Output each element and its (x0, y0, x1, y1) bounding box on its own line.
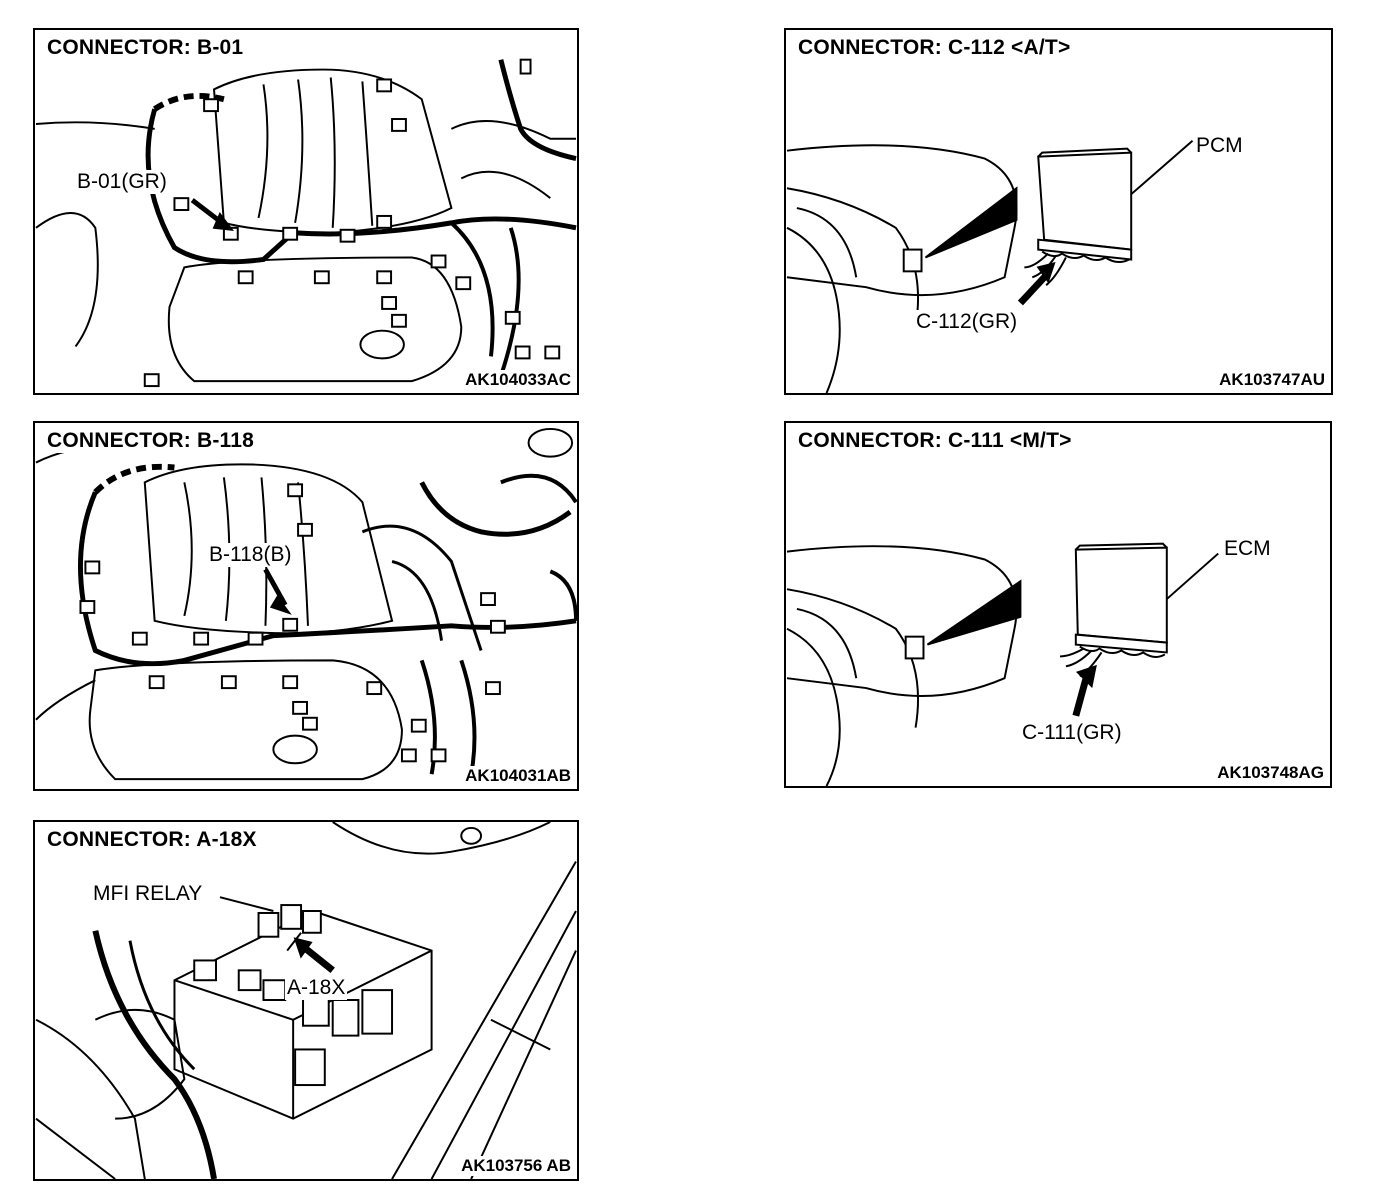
connector-callout: C-111(GR) (1020, 721, 1124, 745)
connector-callout: B-01(GR) (75, 170, 169, 194)
relay-box-illustration (35, 822, 577, 1179)
diagram-panel-c111: CONNECTOR: C-111 <M/T> ECM C-111(GR) AK1… (784, 421, 1332, 788)
figure-code: AK104033AC (463, 370, 573, 390)
panel-title: CONNECTOR: C-112 <A/T> (794, 36, 1075, 60)
pcm-location-illustration (786, 140, 1194, 393)
diagram-panel-a18x: CONNECTOR: A-18X MFI RELAY A-18X AK10375… (33, 820, 579, 1181)
engine-harness-illustration (35, 58, 577, 388)
diagram-panel-b118: CONNECTOR: B-118 B-118(B) AK104031AB (33, 421, 579, 791)
diagram-panel-c112: CONNECTOR: C-112 <A/T> PCM C-112(GR) AK1… (784, 28, 1333, 395)
figure-code: AK103756 AB (459, 1156, 573, 1176)
panel-title: CONNECTOR: A-18X (43, 828, 261, 852)
engine-harness-illustration (35, 427, 577, 781)
figure-code: AK104031AB (463, 766, 573, 786)
connector-callout: B-118(B) (207, 543, 294, 567)
connector-callout: C-112(GR) (914, 310, 1020, 334)
diagram-panel-b01: CONNECTOR: B-01 B-01(GR) AK104033AC (33, 28, 579, 395)
panel-title: CONNECTOR: C-111 <M/T> (794, 429, 1076, 453)
ecm-location-illustration (786, 542, 1219, 786)
module-callout: ECM (1222, 537, 1273, 561)
relay-callout: MFI RELAY (91, 882, 205, 906)
figure-code: AK103748AG (1215, 763, 1326, 783)
figure-code: AK103747AU (1217, 370, 1327, 390)
panel-title: CONNECTOR: B-118 (43, 429, 259, 453)
panel-title: CONNECTOR: B-01 (43, 36, 248, 60)
module-callout: PCM (1194, 134, 1245, 158)
connector-callout: A-18X (285, 976, 348, 1000)
